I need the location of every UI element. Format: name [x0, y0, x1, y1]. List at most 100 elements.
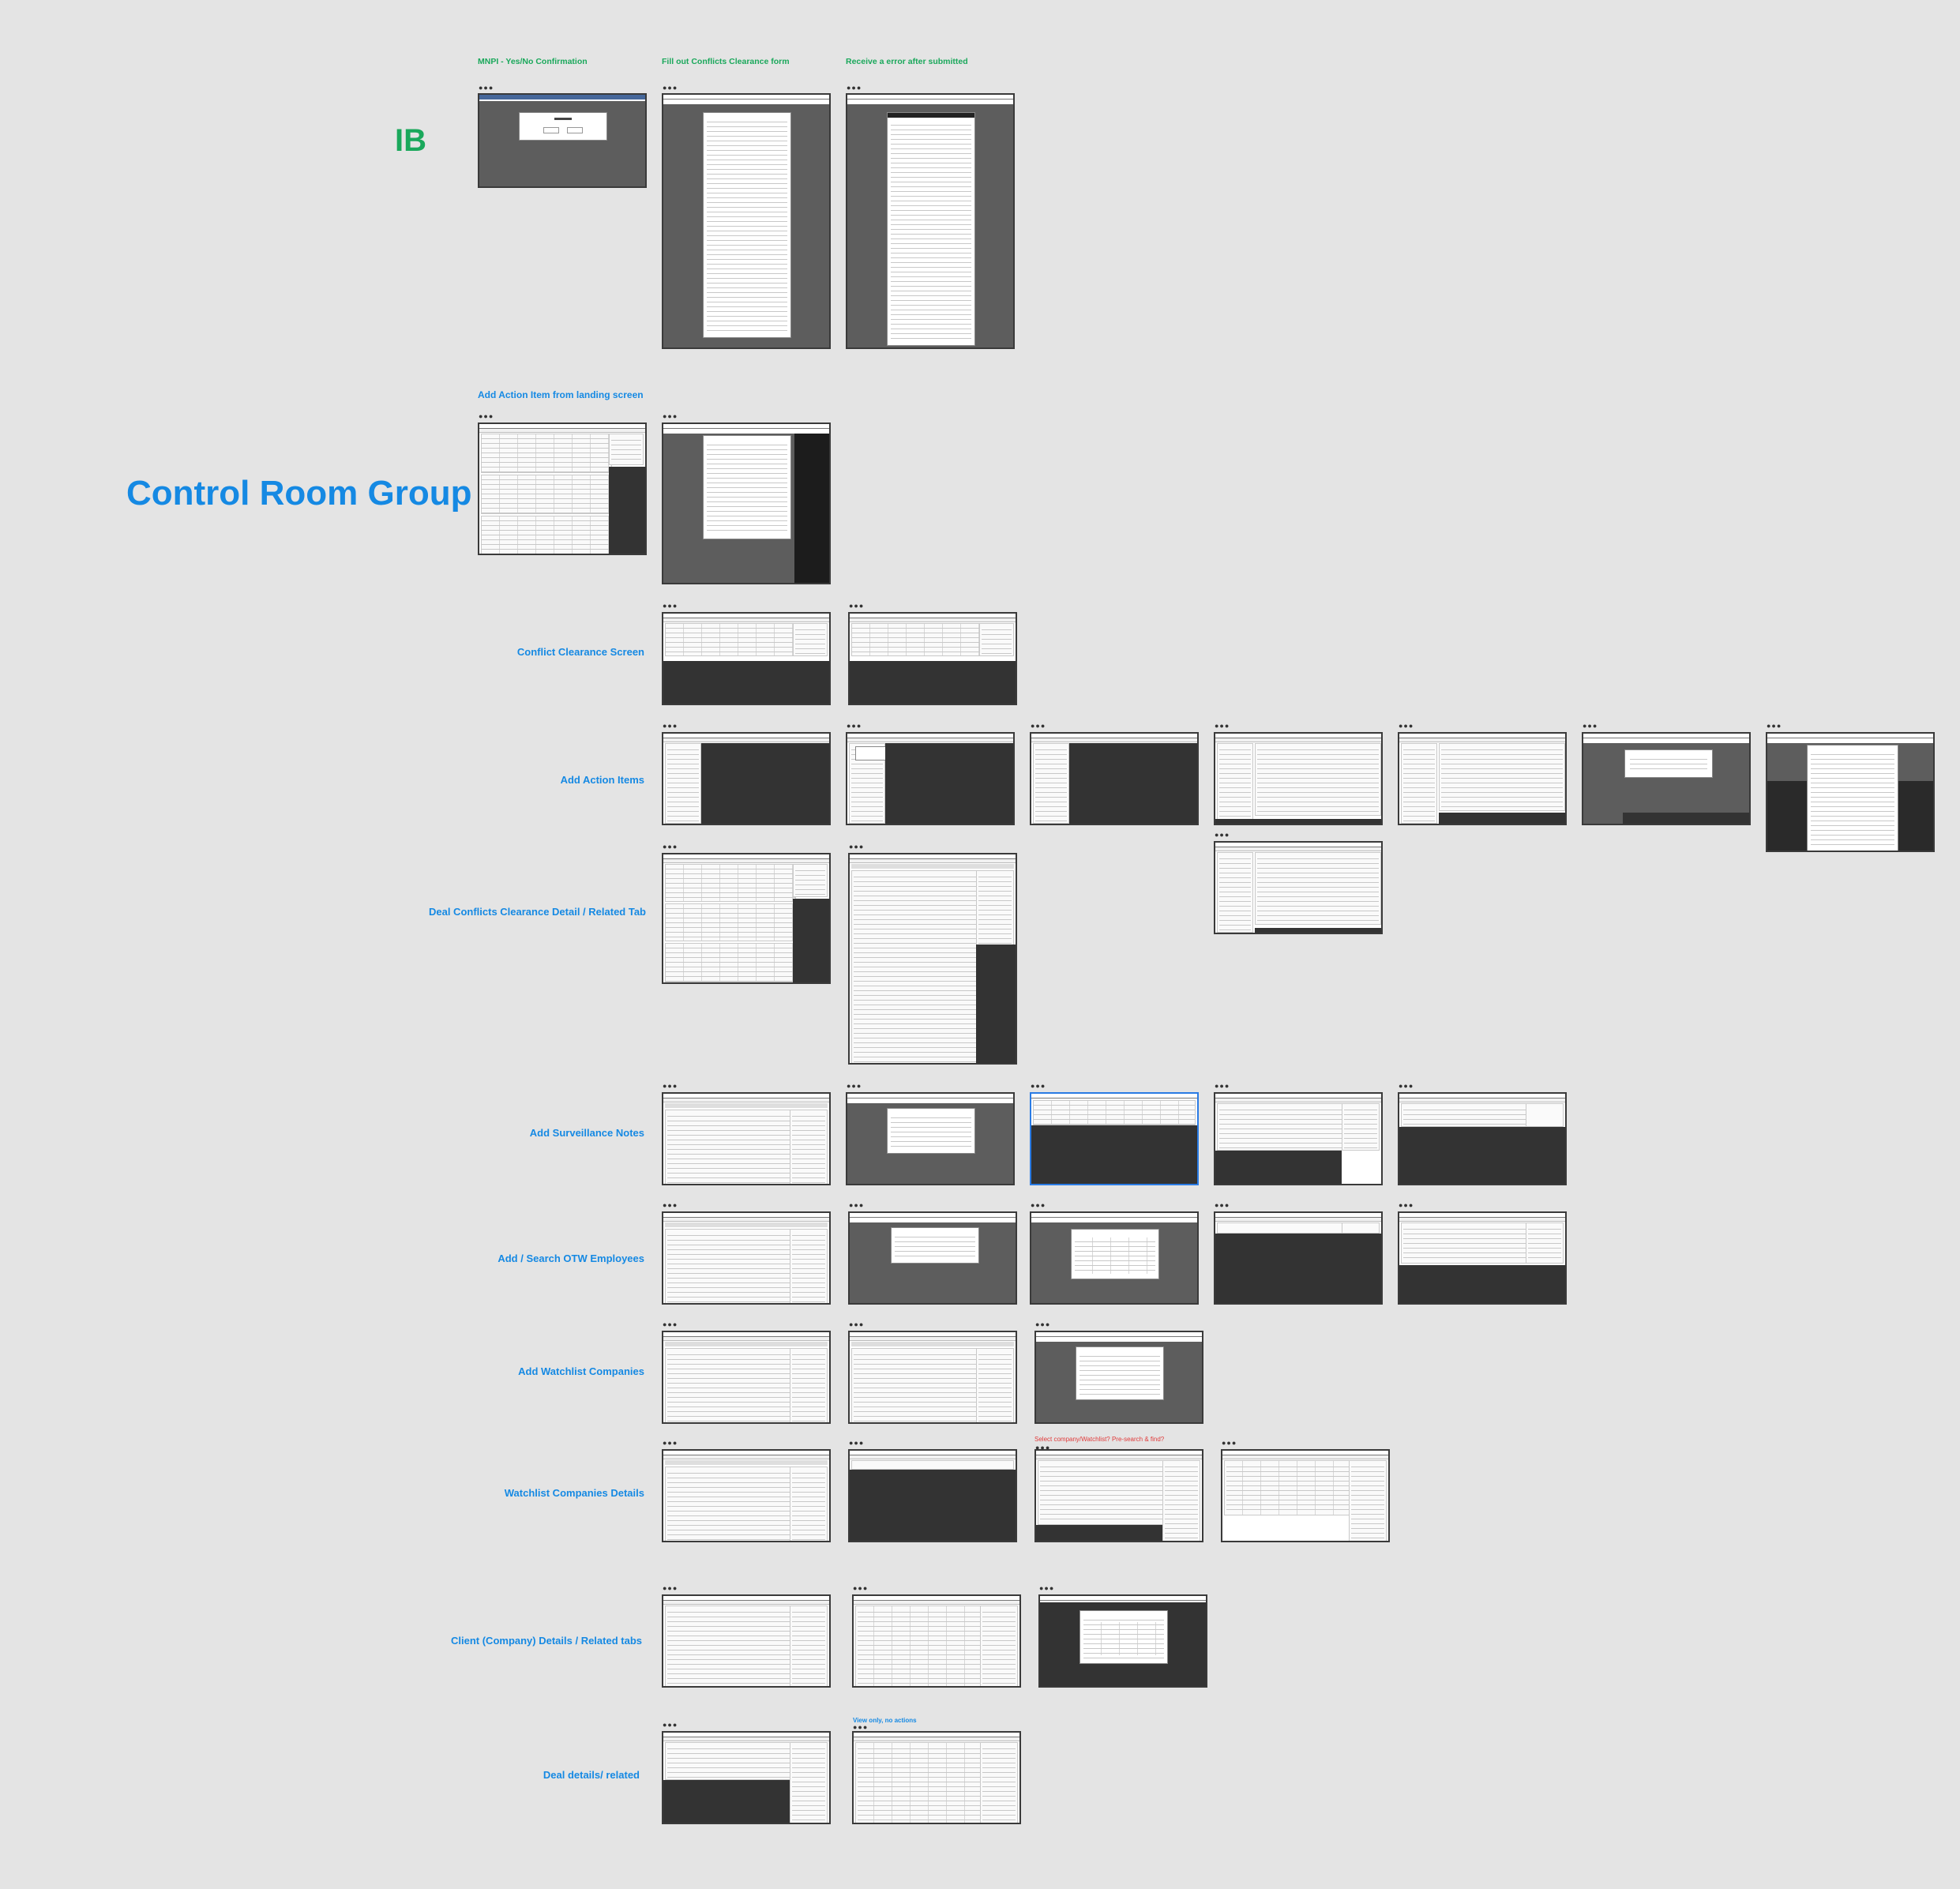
frame-error-submitted[interactable] [846, 93, 1015, 349]
frame-menu-dots[interactable]: ●●● [663, 1439, 678, 1447]
frame-menu-dots[interactable]: ●●● [1399, 1082, 1414, 1090]
row-label-add-surveillance-notes: Add Surveillance Notes [529, 1127, 644, 1139]
frame-surveillance-5[interactable] [1398, 1092, 1567, 1185]
caption-add-action-landing: Add Action Item from landing screen [478, 389, 644, 400]
frame-menu-dots[interactable]: ●●● [1399, 1201, 1414, 1209]
frame-add-action-7[interactable] [1766, 732, 1935, 852]
frame-menu-dots[interactable]: ●●● [1031, 1201, 1046, 1209]
frame-menu-dots[interactable]: ●●● [847, 1082, 862, 1090]
frame-surveillance-2[interactable] [846, 1092, 1015, 1185]
frame-watchlist-details-3[interactable] [1034, 1449, 1203, 1542]
frame-watchlist-1[interactable] [662, 1331, 831, 1424]
frame-deal-details-1[interactable] [662, 1731, 831, 1824]
frame-menu-dots[interactable]: ●●● [1215, 722, 1230, 730]
frame-watchlist-details-4[interactable] [1221, 1449, 1390, 1542]
caption-red-note: Select company/Watchlist? Pre-search & f… [1034, 1436, 1165, 1443]
frame-add-action-1[interactable] [662, 732, 831, 825]
frame-menu-dots[interactable]: ●●● [847, 84, 862, 92]
frame-otw-4[interactable] [1214, 1211, 1383, 1305]
frame-menu-dots[interactable]: ●●● [849, 1320, 865, 1328]
frame-deal-conflicts-2[interactable] [848, 853, 1017, 1065]
frame-menu-dots[interactable]: ●●● [1035, 1320, 1051, 1328]
frame-otw-2[interactable] [848, 1211, 1017, 1305]
results-modal [1071, 1229, 1159, 1279]
frame-menu-dots[interactable]: ●●● [663, 1721, 678, 1729]
frame-menu-dots[interactable]: ●●● [849, 1201, 865, 1209]
frame-menu-dots[interactable]: ●●● [1399, 722, 1414, 730]
frame-add-action-modal[interactable] [662, 422, 831, 584]
frame-menu-dots[interactable]: ●●● [663, 722, 678, 730]
frame-surveillance-4[interactable] [1214, 1092, 1383, 1185]
search-modal [891, 1227, 979, 1264]
frame-menu-dots[interactable]: ●●● [849, 843, 865, 851]
frame-surveillance-1[interactable] [662, 1092, 831, 1185]
frame-menu-dots[interactable]: ●●● [1583, 722, 1598, 730]
frame-menu-dots[interactable]: ●●● [663, 1082, 678, 1090]
frame-add-action-3[interactable] [1030, 732, 1199, 825]
row-label-deal-details: Deal details/ related [543, 1769, 640, 1781]
frame-conflict-clearance-2[interactable] [848, 612, 1017, 705]
frame-conflict-clearance-1[interactable] [662, 612, 831, 705]
frame-menu-dots[interactable]: ●●● [1222, 1439, 1237, 1447]
frame-menu-dots[interactable]: ●●● [479, 84, 494, 92]
frame-watchlist-3[interactable] [1034, 1331, 1203, 1424]
frame-add-action-5[interactable] [1398, 732, 1567, 825]
form-modal-error [887, 112, 975, 346]
frame-watchlist-details-2[interactable] [848, 1449, 1017, 1542]
frame-menu-dots[interactable]: ●●● [853, 1723, 869, 1731]
caption-error-submitted: Receive a error after submitted [846, 57, 968, 66]
frame-add-action-4[interactable] [1214, 732, 1383, 825]
frame-menu-dots[interactable]: ●●● [663, 1320, 678, 1328]
frame-client-1[interactable] [662, 1594, 831, 1688]
action-item-modal [703, 435, 791, 539]
frame-menu-dots[interactable]: ●●● [479, 412, 494, 420]
frame-menu-dots[interactable]: ●●● [847, 722, 862, 730]
frame-menu-dots[interactable]: ●●● [663, 412, 678, 420]
frame-client-2[interactable] [852, 1594, 1021, 1688]
frame-add-action-2[interactable] [846, 732, 1015, 825]
frame-menu-dots[interactable]: ●●● [663, 602, 678, 610]
frame-menu-dots[interactable]: ●●● [663, 843, 678, 851]
frame-menu-dots[interactable]: ●●● [1031, 722, 1046, 730]
frame-menu-dots[interactable]: ●●● [849, 1439, 865, 1447]
frame-otw-1[interactable] [662, 1211, 831, 1305]
caption-view-only: View only, no actions [853, 1717, 917, 1724]
frame-client-3[interactable] [1038, 1594, 1207, 1688]
frame-watchlist-details-1[interactable] [662, 1449, 831, 1542]
frame-add-action-8[interactable] [1214, 841, 1383, 934]
group-title-control-room: Control Room Group [126, 474, 472, 513]
row-label-conflict-clearance: Conflict Clearance Screen [516, 646, 644, 658]
frame-otw-3[interactable] [1030, 1211, 1199, 1305]
frame-menu-dots[interactable]: ●●● [663, 1201, 678, 1209]
confirm-modal [519, 112, 607, 141]
frame-deal-details-2[interactable] [852, 1731, 1021, 1824]
frame-menu-dots[interactable]: ●●● [1215, 831, 1230, 839]
frame-menu-dots[interactable]: ●●● [853, 1584, 869, 1592]
frame-menu-dots[interactable]: ●●● [849, 602, 865, 610]
error-banner [888, 113, 974, 118]
group-title-ib: IB [395, 123, 426, 158]
frame-menu-dots[interactable]: ●●● [1031, 1082, 1046, 1090]
frame-menu-dots[interactable]: ●●● [1215, 1201, 1230, 1209]
frame-menu-dots[interactable]: ●●● [1039, 1584, 1055, 1592]
frame-add-action-6[interactable] [1582, 732, 1751, 825]
form-modal [703, 112, 791, 338]
note-modal [887, 1108, 975, 1154]
caption-mnpi: MNPI - Yes/No Confirmation [478, 57, 588, 66]
frame-mnpi-confirmation[interactable] [478, 93, 647, 188]
row-label-add-action-items: Add Action Items [560, 774, 644, 786]
frame-menu-dots[interactable]: ●●● [663, 84, 678, 92]
frame-deal-conflicts-1[interactable] [662, 853, 831, 984]
frame-fill-conflicts-form[interactable] [662, 93, 831, 349]
row-label-client-company-details: Client (Company) Details / Related tabs [451, 1635, 642, 1647]
frame-surveillance-3[interactable] [1030, 1092, 1199, 1185]
row-label-add-watchlist: Add Watchlist Companies [518, 1365, 644, 1377]
frame-menu-dots[interactable]: ●●● [663, 1584, 678, 1592]
frame-menu-dots[interactable]: ●●● [1035, 1444, 1051, 1451]
frame-menu-dots[interactable]: ●●● [1215, 1082, 1230, 1090]
confirm-modal [1624, 749, 1713, 778]
frame-otw-5[interactable] [1398, 1211, 1567, 1305]
frame-landing-screen[interactable] [478, 422, 647, 555]
frame-menu-dots[interactable]: ●●● [1767, 722, 1782, 730]
frame-watchlist-2[interactable] [848, 1331, 1017, 1424]
